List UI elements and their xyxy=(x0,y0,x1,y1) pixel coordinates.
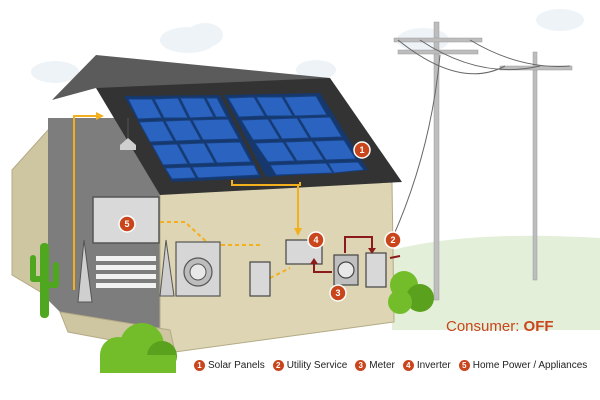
callout-solar-panels: 1 xyxy=(353,141,371,159)
callout-utility-service: 2 xyxy=(384,231,402,249)
appliances xyxy=(77,118,221,303)
legend-label: Meter xyxy=(369,360,395,371)
legend-number: 1 xyxy=(194,360,205,371)
legend-label: Solar Panels xyxy=(208,360,265,371)
legend-item-utility-service: 2 Utility Service xyxy=(272,360,348,371)
breaker-panel xyxy=(249,261,271,297)
bush-right xyxy=(388,271,434,314)
svg-text:4: 4 xyxy=(313,235,318,245)
consumer-status: Consumer: OFF xyxy=(446,318,554,335)
consumer-label: Consumer: xyxy=(446,318,520,335)
legend-label: Utility Service xyxy=(286,360,348,371)
panel-right-cells xyxy=(227,95,365,176)
consumer-state: OFF xyxy=(523,318,554,335)
callout-home-power: 5 xyxy=(118,215,136,233)
legend-item-solar-panels: 1 Solar Panels xyxy=(194,360,265,371)
legend-number: 5 xyxy=(458,360,470,371)
component-legend: 1 Solar Panels 2 Utility Service 3 Meter… xyxy=(194,360,595,371)
legend-item-meter: 3 Meter xyxy=(355,360,395,371)
solar-panels xyxy=(124,93,368,182)
legend-number: 4 xyxy=(402,360,414,371)
legend-item-inverter: 4 Inverter xyxy=(402,360,451,371)
callout-inverter: 4 xyxy=(307,231,325,249)
svg-text:5: 5 xyxy=(124,219,129,229)
utility-disconnect xyxy=(365,252,387,288)
flow-arrows xyxy=(310,236,401,273)
svg-text:3: 3 xyxy=(335,288,340,298)
legend-number: 3 xyxy=(355,360,367,371)
callout-meter: 3 xyxy=(329,284,347,302)
legend-item-home-power: 5 Home Power / Appliances xyxy=(458,360,588,371)
panel-left-cells xyxy=(127,97,260,180)
legend-label: Home Power / Appliances xyxy=(472,360,588,371)
legend-label: Inverter xyxy=(416,360,451,371)
svg-text:2: 2 xyxy=(390,235,395,245)
speaker-left xyxy=(77,239,93,303)
cactus xyxy=(30,243,59,318)
svg-text:1: 1 xyxy=(359,145,364,155)
electrical-equipment xyxy=(249,239,387,297)
radiator xyxy=(96,256,156,288)
legend-number: 2 xyxy=(272,360,284,371)
wiring xyxy=(73,112,302,290)
bush-left xyxy=(100,323,177,373)
meter-dial xyxy=(337,261,355,279)
ground xyxy=(392,235,600,330)
speaker-right xyxy=(159,239,175,297)
utility-poles xyxy=(385,21,573,301)
clouds xyxy=(31,9,584,83)
ceiling-light xyxy=(120,138,136,150)
